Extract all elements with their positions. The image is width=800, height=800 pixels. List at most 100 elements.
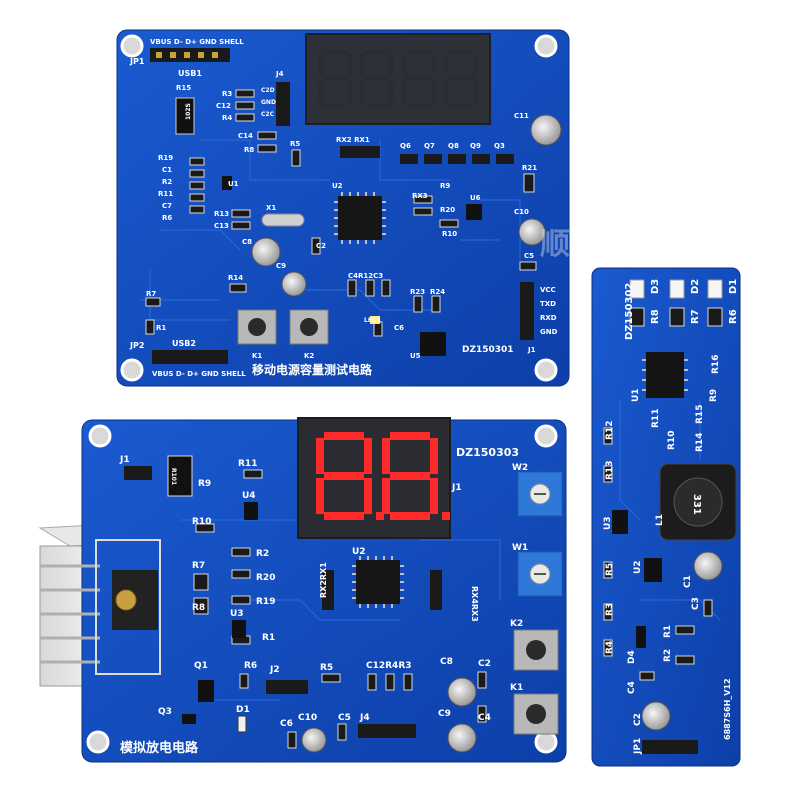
r3-label: R3 bbox=[222, 90, 232, 98]
mcu-chip-left bbox=[352, 556, 404, 608]
c2c-label: C2C bbox=[261, 111, 275, 118]
left-board-title: 模拟放电电路 bbox=[120, 740, 199, 756]
right-r2-label: R2 bbox=[663, 649, 673, 662]
r23-label: R23 bbox=[410, 288, 425, 296]
u1-label: U1 bbox=[228, 180, 239, 188]
left-w2-label: W2 bbox=[512, 463, 528, 473]
potentiometer-w2 bbox=[517, 471, 563, 517]
left-r9-label: R9 bbox=[198, 479, 211, 489]
k1-label: K1 bbox=[252, 352, 262, 360]
jumper-j2 bbox=[266, 680, 308, 694]
button-k2 bbox=[289, 309, 329, 345]
r5-label: R5 bbox=[290, 140, 300, 148]
left-c12r4r3-label: C12R4R3 bbox=[366, 661, 412, 671]
j4-header bbox=[276, 82, 290, 126]
right-u3-label: U3 bbox=[603, 516, 613, 530]
r4-label: R4 bbox=[222, 114, 232, 122]
display-segments bbox=[318, 50, 478, 108]
right-board-model: DZ150302 bbox=[624, 283, 635, 340]
shunt-resistor-r9 bbox=[167, 455, 193, 497]
rx3-label: RX3 bbox=[412, 192, 428, 200]
q1-transistor bbox=[198, 680, 214, 702]
left-r8-label: R8 bbox=[192, 603, 205, 613]
left-board: J1 R101 R9 R11 U4 R10 R2 R7 R20 R19 R8 U… bbox=[38, 417, 567, 763]
r24-label: R24 bbox=[430, 288, 445, 296]
left-c5-label: C5 bbox=[338, 713, 351, 723]
right-r15-label: R15 bbox=[695, 405, 705, 424]
led1 bbox=[370, 316, 380, 324]
right-c2-label: C2 bbox=[633, 713, 643, 726]
button-k2-left bbox=[513, 629, 559, 671]
usb1-pins-label: VBUS D- D+ GND SHELL bbox=[150, 38, 244, 46]
usb1-label: USB1 bbox=[178, 69, 202, 78]
u1-chip-right bbox=[646, 352, 684, 398]
smd-parts-top bbox=[145, 89, 537, 337]
transistor-row bbox=[400, 154, 514, 164]
cap-c2-right bbox=[641, 701, 671, 731]
q3-label: Q3 bbox=[494, 142, 505, 150]
c14-label: C14 bbox=[238, 132, 253, 140]
c7-label: C7 bbox=[162, 202, 172, 210]
left-rx2rx1-label: RX2RX1 bbox=[319, 562, 328, 598]
left-c6-label: C6 bbox=[280, 719, 293, 729]
left-j1-label: J1 bbox=[119, 455, 130, 465]
smd-parts-right bbox=[603, 307, 723, 681]
usb1-header bbox=[150, 48, 230, 62]
u6-label: U6 bbox=[470, 194, 481, 202]
r11-label: R11 bbox=[158, 190, 173, 198]
q6-label: Q6 bbox=[400, 142, 411, 150]
left-r1-label: R1 bbox=[262, 633, 275, 643]
left-u3-label: U3 bbox=[230, 609, 244, 619]
right-c4-label: C4 bbox=[627, 681, 637, 694]
left-c10-label: C10 bbox=[298, 713, 317, 723]
u6-chip bbox=[466, 204, 482, 220]
c12-label: C12 bbox=[216, 102, 231, 110]
c10-label: C10 bbox=[514, 208, 529, 216]
right-d2-label: D2 bbox=[690, 279, 701, 294]
r2-label: R2 bbox=[162, 178, 172, 186]
right-r5-label: R5 bbox=[605, 563, 615, 576]
left-rx4rx3-label: RX4RX3 bbox=[470, 586, 479, 622]
r21-label: R21 bbox=[522, 164, 537, 172]
mcu-chip-top bbox=[334, 192, 386, 244]
right-r6-label: R6 bbox=[728, 309, 739, 324]
left-q3-label: Q3 bbox=[158, 707, 172, 717]
right-r9-label: R9 bbox=[709, 389, 719, 402]
j1-label: J1 bbox=[527, 346, 536, 354]
left-r19-label: R19 bbox=[256, 597, 275, 607]
shunt-resistor bbox=[175, 97, 195, 135]
u3-chip-right bbox=[612, 510, 628, 534]
u5-chip bbox=[420, 332, 446, 356]
left-j4-label: J4 bbox=[359, 713, 370, 723]
left-r7-label: R7 bbox=[192, 561, 205, 571]
r9-label: R9 bbox=[440, 182, 450, 190]
left-u4-label: U4 bbox=[242, 491, 256, 501]
j1-pin-vcc: VCC bbox=[540, 286, 556, 294]
button-k1 bbox=[237, 309, 277, 345]
left-j2-label: J2 bbox=[269, 665, 280, 675]
j1-pin-gnd: GND bbox=[540, 328, 558, 336]
inductor-l1 bbox=[659, 463, 737, 541]
right-board-version: 6887S6H_V12 bbox=[723, 678, 732, 740]
right-board-title: 移动电源升压电路 bbox=[772, 613, 787, 710]
q3-transistor bbox=[182, 714, 196, 724]
c11-label: C11 bbox=[514, 112, 529, 120]
r13-label: R13 bbox=[214, 210, 229, 218]
header-j4 bbox=[358, 724, 416, 738]
q9-label: Q9 bbox=[470, 142, 481, 150]
right-r8-label: R8 bbox=[650, 309, 661, 324]
usb2-header bbox=[152, 350, 228, 364]
gnd-label: GND bbox=[261, 99, 276, 106]
right-r11-label: R11 bbox=[651, 409, 661, 428]
right-c3-label: C3 bbox=[691, 597, 701, 610]
left-c9-label: C9 bbox=[438, 709, 451, 719]
diode-d4 bbox=[636, 626, 646, 648]
left-board-model: DZ150303 bbox=[456, 446, 519, 459]
left-r6-label: R6 bbox=[244, 661, 257, 671]
u1-chip bbox=[222, 176, 232, 190]
resistor-array bbox=[340, 146, 380, 158]
right-u1-label: U1 bbox=[631, 388, 641, 402]
left-c4-label: C4 bbox=[478, 713, 491, 723]
mounting-hole-left bbox=[86, 424, 558, 754]
right-r12-label: R12 bbox=[605, 421, 615, 440]
